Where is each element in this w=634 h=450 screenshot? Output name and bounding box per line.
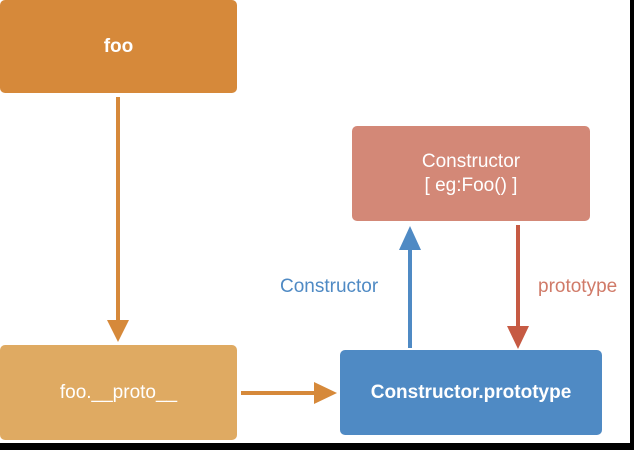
edge-label-constructor: Constructor — [280, 276, 379, 297]
right-border — [630, 0, 634, 450]
node-foo-label: foo — [103, 35, 134, 57]
node-foo: foo — [0, 0, 237, 93]
node-constructor: Constructor [ eg:Foo() ] — [352, 126, 590, 221]
node-constructor-prototype-label: Constructor.prototype — [370, 381, 572, 403]
node-foo-proto-label: foo.__proto__ — [59, 381, 178, 403]
edge-label-prototype: prototype — [538, 276, 618, 297]
node-constructor-line2: [ eg:Foo() ] — [424, 174, 518, 196]
bottom-border — [0, 443, 634, 450]
node-foo-proto: foo.__proto__ — [0, 345, 237, 440]
arrow-constructor-edge — [399, 226, 421, 348]
arrow-prototype-edge — [507, 225, 529, 349]
arrow-proto-to-prototype — [241, 382, 337, 404]
arrow-foo-to-proto — [107, 97, 129, 342]
node-constructor-prototype: Constructor.prototype — [340, 350, 602, 435]
node-constructor-line1: Constructor — [421, 150, 521, 172]
